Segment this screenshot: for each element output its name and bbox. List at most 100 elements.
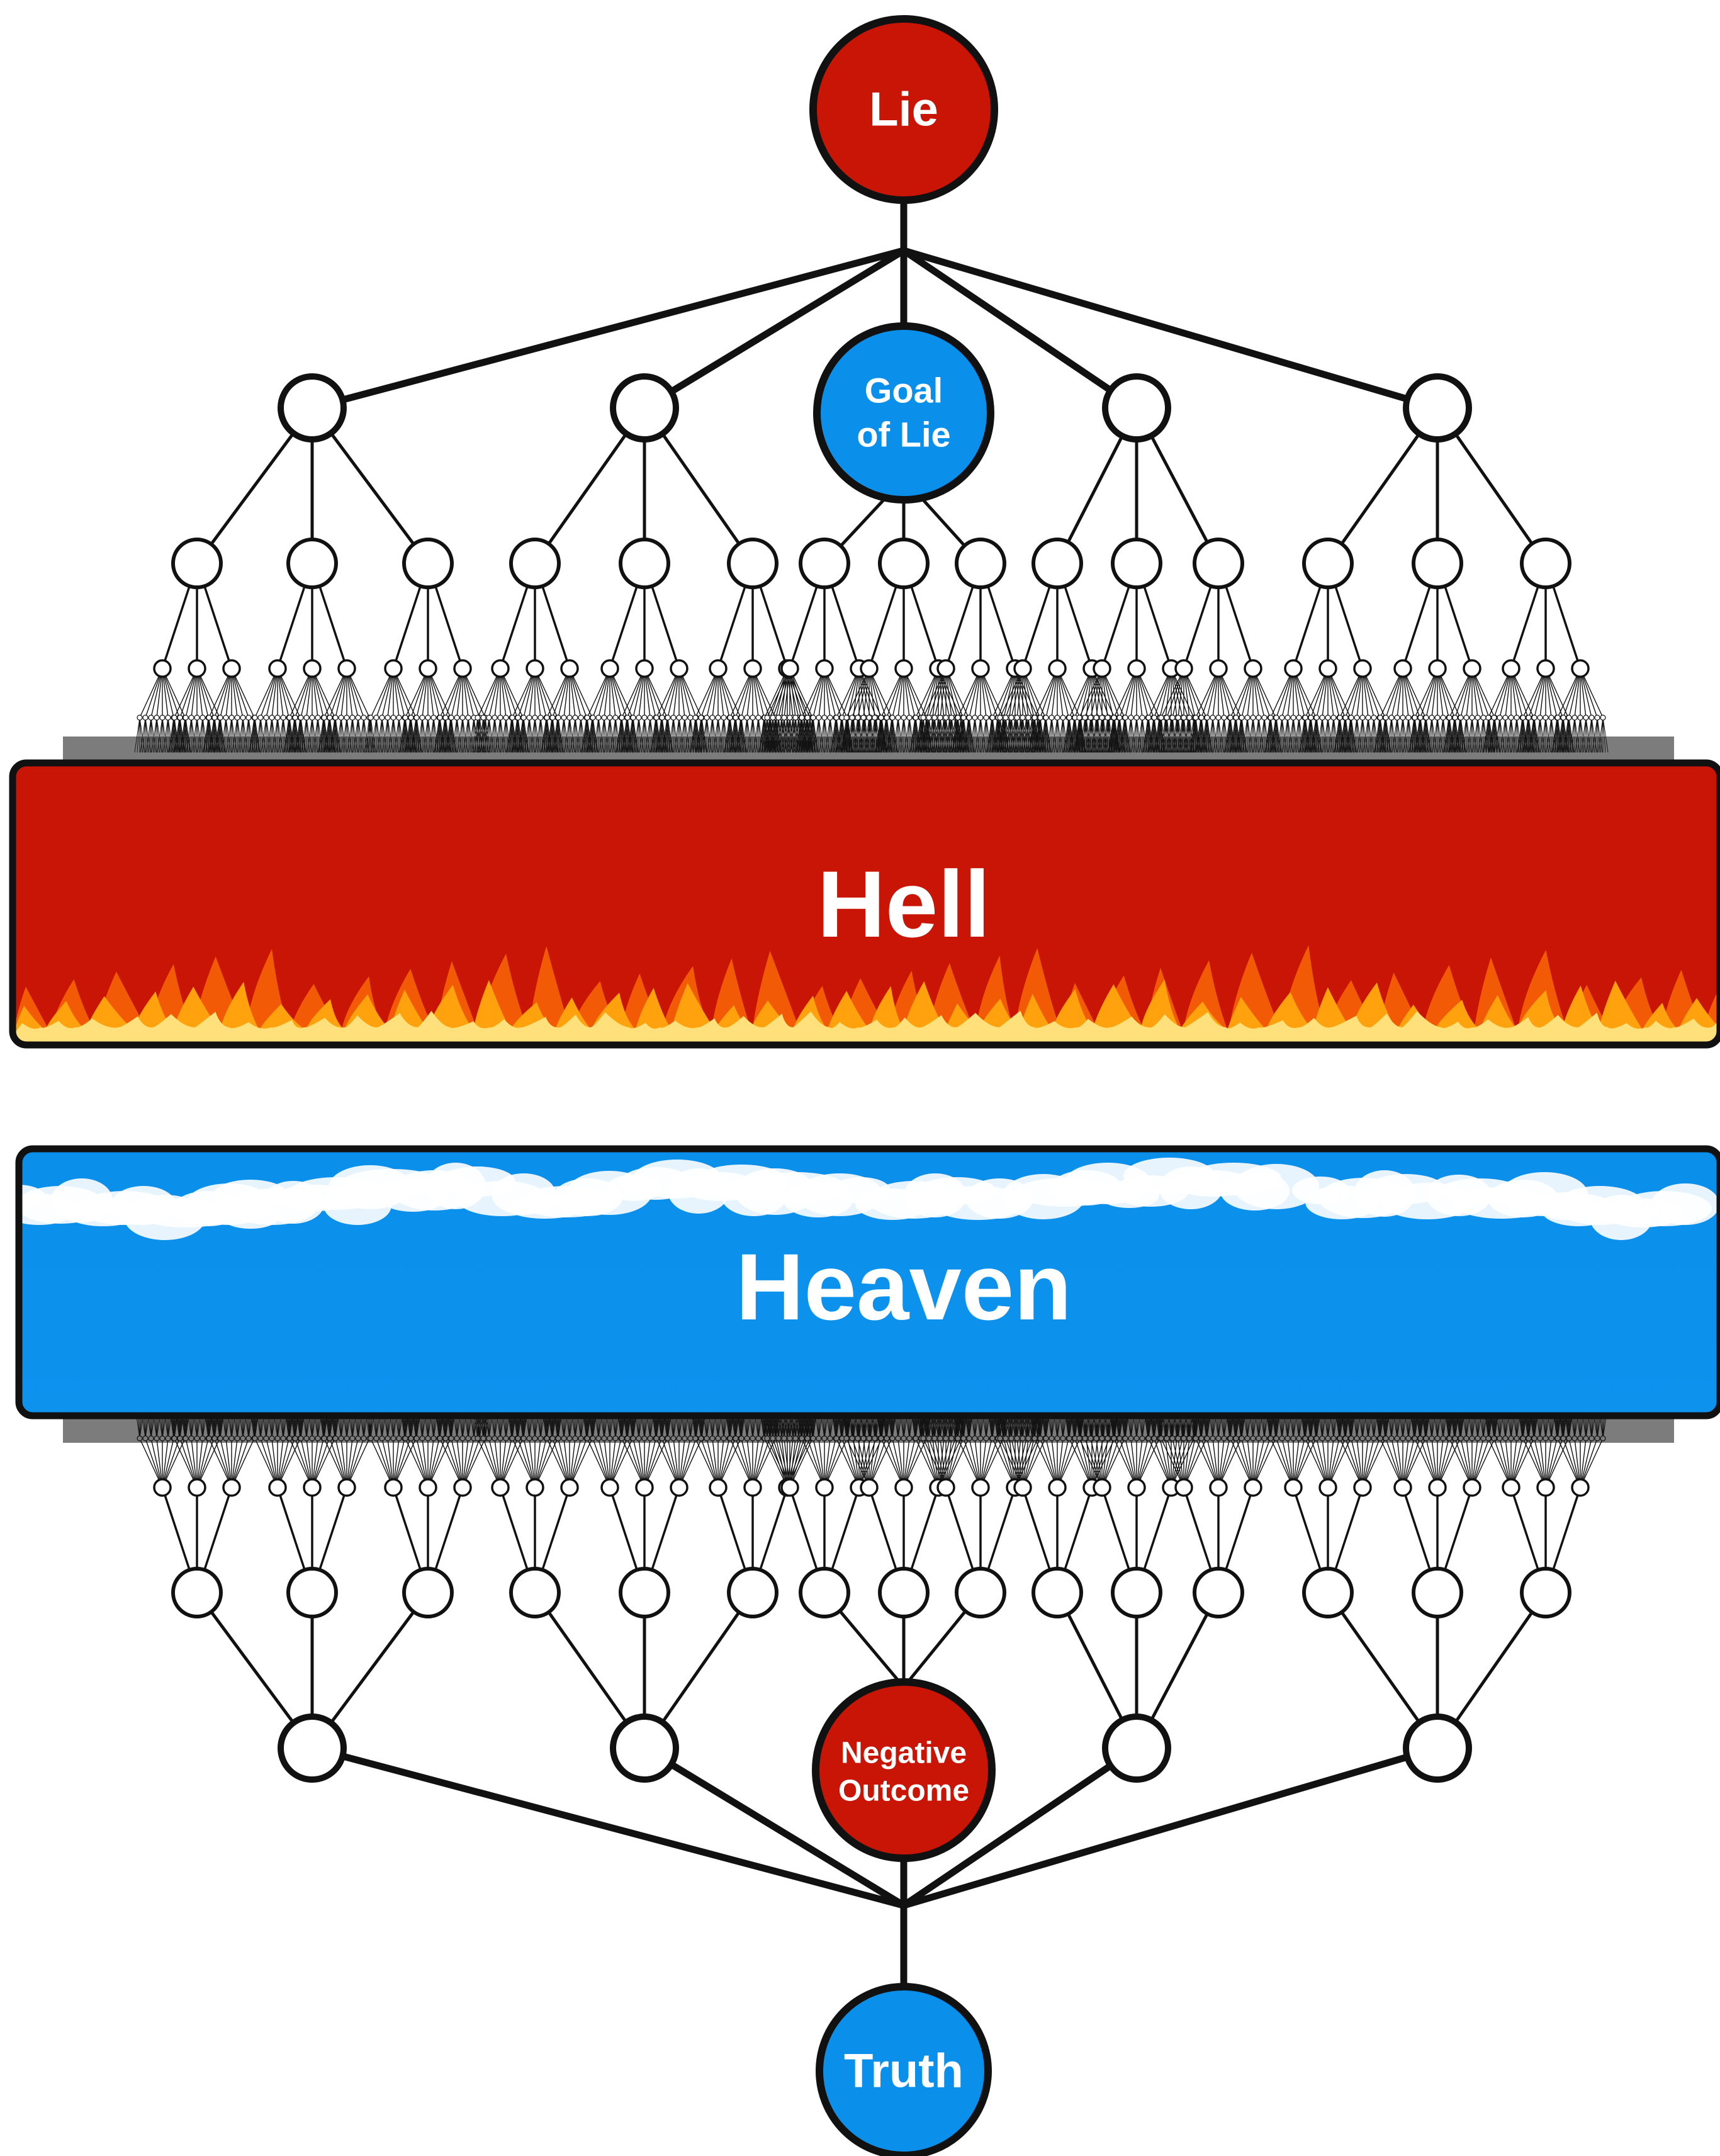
dense-node [913, 714, 919, 721]
dense-node [1548, 714, 1554, 721]
dense-node [692, 714, 699, 721]
dense-node [1508, 714, 1514, 721]
dense-node [142, 714, 149, 721]
dense-fringe [63, 737, 1674, 762]
dense-node [1139, 714, 1145, 721]
dense-node [1434, 714, 1441, 721]
dense-node [1105, 714, 1111, 721]
dense-node [497, 714, 503, 721]
dense-node [1348, 714, 1354, 721]
dense-node [1054, 714, 1060, 721]
dense-node [872, 714, 878, 721]
dense-node [849, 714, 855, 721]
dense-node [1600, 714, 1606, 721]
dense-node [1412, 714, 1418, 721]
dense-node [931, 714, 938, 721]
dense-node [595, 714, 602, 721]
dense-node [1594, 714, 1600, 721]
dense-node [738, 714, 745, 721]
hub-edge [641, 247, 908, 412]
dense-node [1560, 714, 1566, 721]
dense-node [715, 714, 721, 721]
dense-node [1359, 714, 1366, 721]
dense-node [355, 714, 361, 721]
dense-node [269, 714, 275, 721]
dense-node [983, 714, 989, 721]
dense-node [607, 714, 613, 721]
dense-node [1261, 714, 1268, 721]
dense-node [555, 714, 561, 721]
dense-node [630, 714, 636, 721]
dense-node [298, 714, 304, 721]
dense-node [368, 714, 374, 721]
dense-node [1463, 714, 1470, 721]
dense-node [549, 714, 556, 721]
dense-node [194, 714, 200, 721]
dense-node [1227, 714, 1234, 721]
dense-node [1128, 714, 1134, 721]
dense-node [1193, 714, 1199, 721]
dense-node [792, 714, 799, 721]
dense-node [344, 714, 350, 721]
dense-node [1008, 714, 1015, 721]
dense-node [338, 714, 344, 721]
dense-node [1164, 714, 1170, 721]
dense-node [721, 714, 727, 721]
dense-node [159, 714, 166, 721]
dense-node [509, 714, 515, 721]
dense-node [1158, 714, 1164, 721]
dense-node [833, 714, 840, 721]
dense-node [1458, 714, 1464, 721]
dense-node [1133, 714, 1140, 721]
dense-node [183, 714, 189, 721]
dense-node [647, 714, 653, 721]
dense-node [612, 714, 619, 721]
dense-node [843, 714, 850, 721]
dense-node [1319, 714, 1325, 721]
dense-node [234, 714, 240, 721]
dense-node [960, 714, 967, 721]
dense-node [537, 714, 544, 721]
dense-node [744, 714, 750, 721]
dense-node [1394, 714, 1400, 721]
dense-node [977, 714, 984, 721]
dense-node [937, 714, 943, 721]
dense-node [770, 714, 776, 721]
dense-node [257, 714, 264, 721]
dense-node [1423, 714, 1429, 721]
dense-node [966, 714, 972, 721]
dense-node [437, 714, 443, 721]
dense-node [619, 714, 625, 721]
dense-node [775, 714, 782, 721]
dense-node [636, 714, 642, 721]
dense-node [148, 714, 154, 721]
dense-node [1446, 714, 1453, 721]
dense-node [280, 714, 286, 721]
dense-node [860, 714, 867, 721]
dense-node [515, 714, 521, 721]
hub-edge [900, 1744, 1441, 1909]
dense-node [1169, 714, 1176, 721]
dense-node [349, 714, 356, 721]
dense-node [1526, 714, 1532, 721]
dense-node [572, 714, 578, 721]
dense-node [889, 714, 896, 721]
dense-node [1302, 714, 1308, 721]
dense-node [1417, 714, 1424, 721]
dense-node [327, 714, 333, 721]
dense-node [855, 714, 861, 721]
dense-node [972, 714, 978, 721]
dense-node [1520, 714, 1526, 721]
dense-node [1354, 714, 1360, 721]
dense-node [755, 714, 762, 721]
dense-node [188, 714, 194, 721]
dense-node [165, 714, 171, 721]
dense-node [561, 714, 567, 721]
dense-node [1244, 714, 1251, 721]
dense-node [926, 714, 932, 721]
dense-node [1116, 714, 1123, 721]
dense-node [578, 714, 584, 721]
dense-node [709, 714, 716, 721]
dense-node [1577, 714, 1583, 721]
dense-node [402, 714, 408, 721]
